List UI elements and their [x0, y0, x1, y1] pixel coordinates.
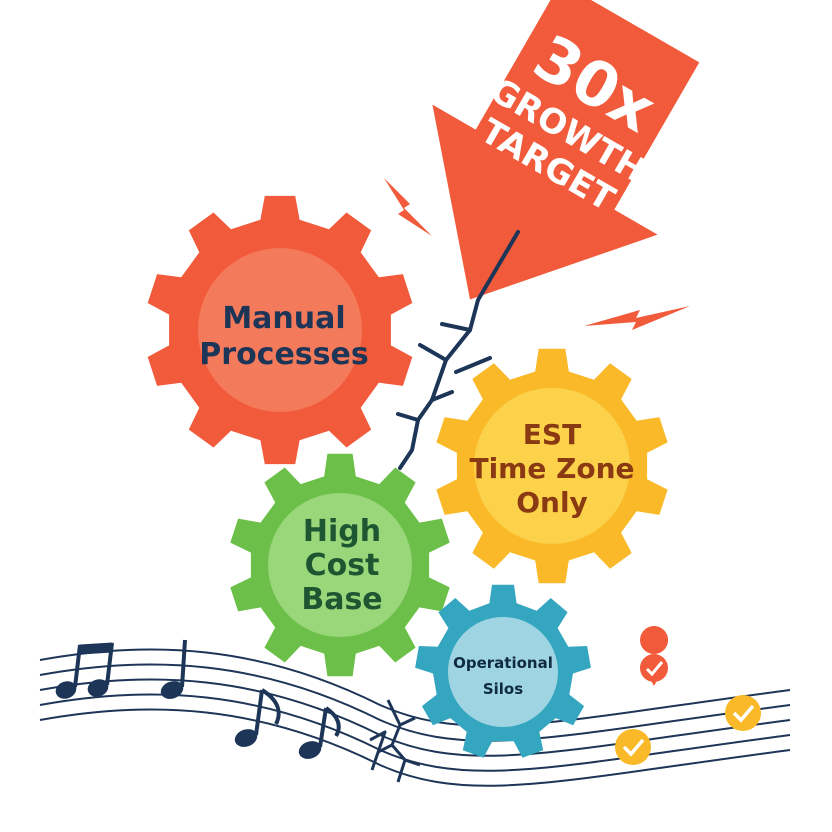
lightning-icon [384, 178, 432, 236]
gear-label-silos-line1: Operational [453, 654, 553, 672]
gear-label-est-line1: EST [523, 418, 581, 451]
gear-label-manual-line1: Manual [222, 301, 345, 336]
gear-label-cost-line2: Cost [305, 548, 380, 583]
crack-icon [396, 230, 520, 470]
gear-manual-processes: Manual Processes [147, 195, 413, 465]
music-staff [39, 648, 791, 787]
gear-label-est-line2: Time Zone [469, 452, 634, 485]
gear-est-time-zone: EST Time Zone Only [436, 348, 668, 584]
checkmark-icon [615, 729, 651, 765]
gear-inner-silos [448, 617, 558, 727]
gear-label-silos-line2: Silos [483, 680, 523, 698]
gear-label-manual-line2: Processes [199, 337, 368, 372]
gear-label-cost-line1: High [303, 514, 381, 549]
gear-inner-manual [198, 248, 362, 412]
gear-operational-silos: Operational Silos [415, 584, 591, 758]
music-note-icon [160, 639, 187, 699]
staff-break-crack-icon [369, 699, 421, 783]
checkmark-icon [725, 695, 761, 731]
gear-label-cost-line3: Base [301, 582, 382, 617]
gear-high-cost-base: High Cost Base [230, 453, 450, 677]
music-note-icon [55, 642, 114, 699]
music-note-icon [234, 688, 281, 747]
music-note-icon [298, 706, 341, 759]
lightning-icon [584, 306, 690, 330]
growth-target-arrow: 30x GROWTH TARGET [432, 0, 700, 300]
gear-inner-cost [268, 493, 412, 637]
gear-inner-est [474, 388, 630, 544]
gear-label-est-line3: Only [516, 486, 588, 519]
checkmark-icon [640, 626, 669, 686]
